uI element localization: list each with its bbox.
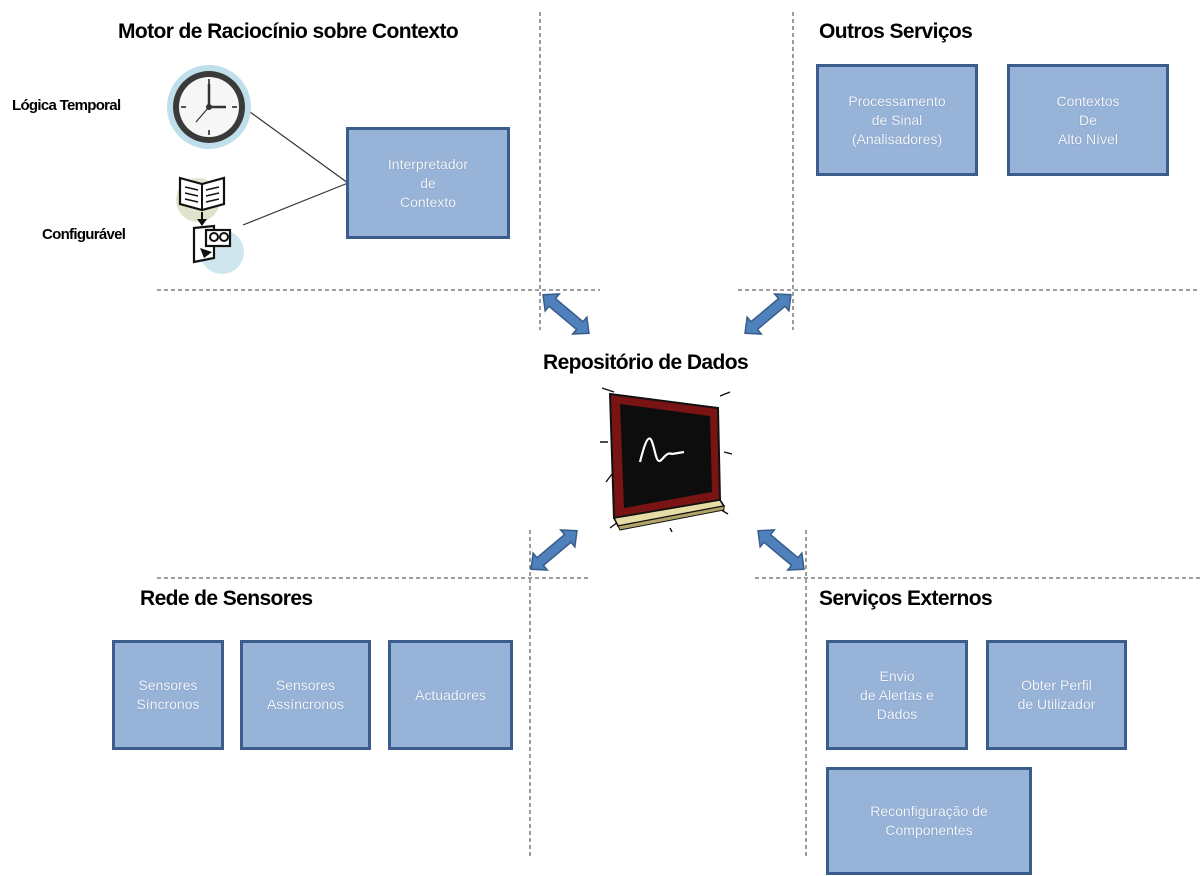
connector-temporal	[249, 111, 349, 184]
book-icon	[176, 176, 244, 274]
sensor-network-title: Rede de Sensores	[140, 587, 313, 610]
external-services-title: Serviços Externos	[819, 587, 993, 610]
clock-icon	[167, 65, 251, 149]
component-reconfig-box: Reconfiguração de Componentes	[826, 767, 1032, 875]
other-services-title: Outros Serviços	[819, 20, 973, 43]
connector-configurable	[242, 182, 349, 226]
temporal-logic-label: Lógica Temporal	[12, 97, 121, 114]
actuators-box: Actuadores	[388, 640, 513, 750]
user-profile-label: Obter Perfil de Utilizador	[1017, 677, 1096, 712]
signal-processing-box: Processamento de Sinal (Analisadores)	[816, 64, 978, 176]
double-arrow-icon	[530, 529, 578, 571]
async-sensors-box: Sensores Assíncronos	[240, 640, 371, 750]
sync-sensors-box: Sensores Síncronos	[112, 640, 224, 750]
send-alerts-label: Envio de Alertas e Dados	[860, 667, 934, 722]
sync-sensors-label: Sensores Síncronos	[136, 677, 200, 712]
double-arrow-icon	[757, 529, 805, 571]
context-interpreter-box: Interpretador de Contexto	[346, 127, 510, 239]
double-arrow-icon	[542, 293, 590, 335]
context-interpreter-label: Interpretador de Contexto	[387, 155, 469, 210]
actuators-label: Actuadores	[415, 686, 486, 703]
async-sensors-label: Sensores Assíncronos	[266, 677, 345, 712]
configurable-label: Configurável	[42, 226, 126, 243]
high-level-contexts-label: Contextos De Alto Nível	[1056, 92, 1120, 147]
reasoning-engine-title: Motor de Raciocínio sobre Contexto	[118, 20, 459, 43]
computer-icon	[192, 224, 232, 264]
double-arrow-icon	[744, 293, 792, 335]
data-repository-title: Repositório de Dados	[543, 351, 749, 374]
send-alerts-box: Envio de Alertas e Dados	[826, 640, 968, 750]
blackboard-icon	[600, 387, 732, 532]
user-profile-box: Obter Perfil de Utilizador	[986, 640, 1127, 750]
component-reconfig-label: Reconfiguração de Componentes	[870, 803, 988, 838]
high-level-contexts-box: Contextos De Alto Nível	[1007, 64, 1169, 176]
signal-processing-label: Processamento de Sinal (Analisadores)	[848, 92, 946, 147]
